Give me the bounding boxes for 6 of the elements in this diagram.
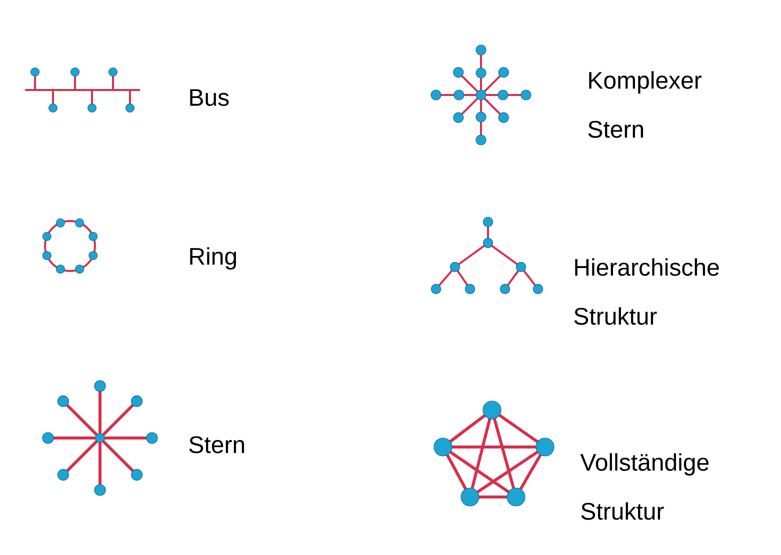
topology-label: Ring bbox=[190, 247, 236, 270]
topology-label: Hierarchische Struktur bbox=[574, 258, 719, 325]
topology-label: Stern bbox=[189, 436, 244, 454]
topology-label: Bus bbox=[190, 89, 229, 106]
topology-label: Vollständige Struktur bbox=[580, 453, 709, 520]
topology-label: Komplexer Stern bbox=[588, 71, 702, 138]
